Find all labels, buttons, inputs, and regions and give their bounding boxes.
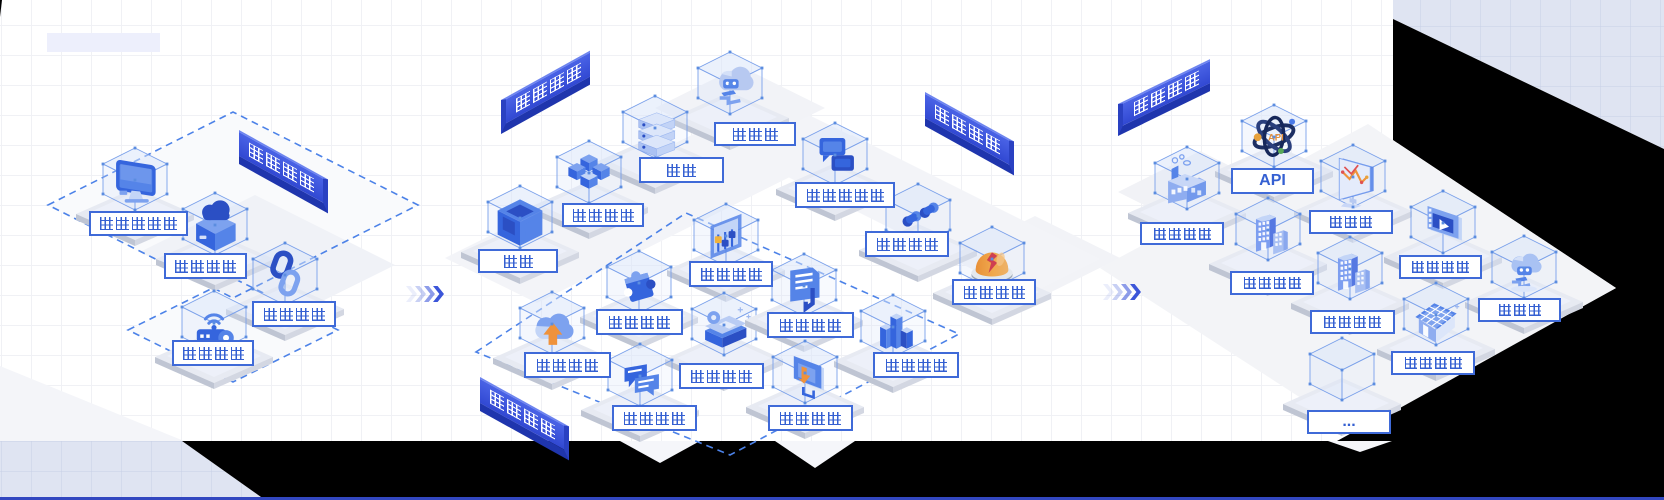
svg-text:API: API <box>1268 133 1284 144</box>
